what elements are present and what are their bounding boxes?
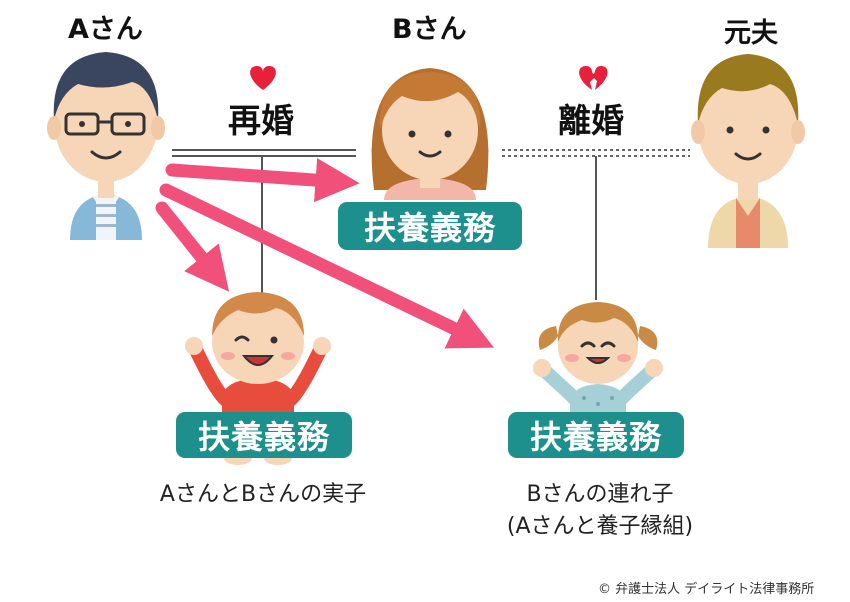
remarriage-line (172, 149, 356, 157)
duty-badge-biological-child: 扶養義務 (176, 412, 352, 458)
ex-husband-name: 元夫 (724, 18, 778, 49)
person-a-name: Aさん (68, 14, 143, 45)
person-b-name: Bさん (392, 14, 467, 45)
divorce-line (502, 149, 690, 157)
broken-heart-icon (579, 66, 608, 90)
ex-husband-illustration (691, 54, 805, 248)
duty-badge-stepchild: 扶養義務 (508, 412, 684, 458)
divorce-label: 離婚 (558, 101, 624, 140)
copyright-text: © 弁護士法人 デイライト法律事務所 (598, 582, 815, 597)
remarriage-label: 再婚 (228, 101, 294, 140)
duty-arrow-to-biological-child (155, 201, 230, 292)
stepchild-caption-line1: Bさんの連れ子 (526, 482, 674, 507)
duty-arrow-to-stepchild (159, 183, 494, 349)
heart-icon (250, 66, 276, 90)
duty-arrow-to-b (165, 158, 360, 203)
duty-badge-b: 扶養義務 (338, 202, 522, 250)
stepchild-caption-line2: (Aさんと養子縁組) (506, 514, 694, 539)
person-b-illustration (371, 68, 489, 200)
person-a-illustration (47, 52, 165, 240)
biological-child-caption: AさんとBさんの実子 (159, 482, 367, 507)
stepchild-illustration (533, 302, 663, 420)
